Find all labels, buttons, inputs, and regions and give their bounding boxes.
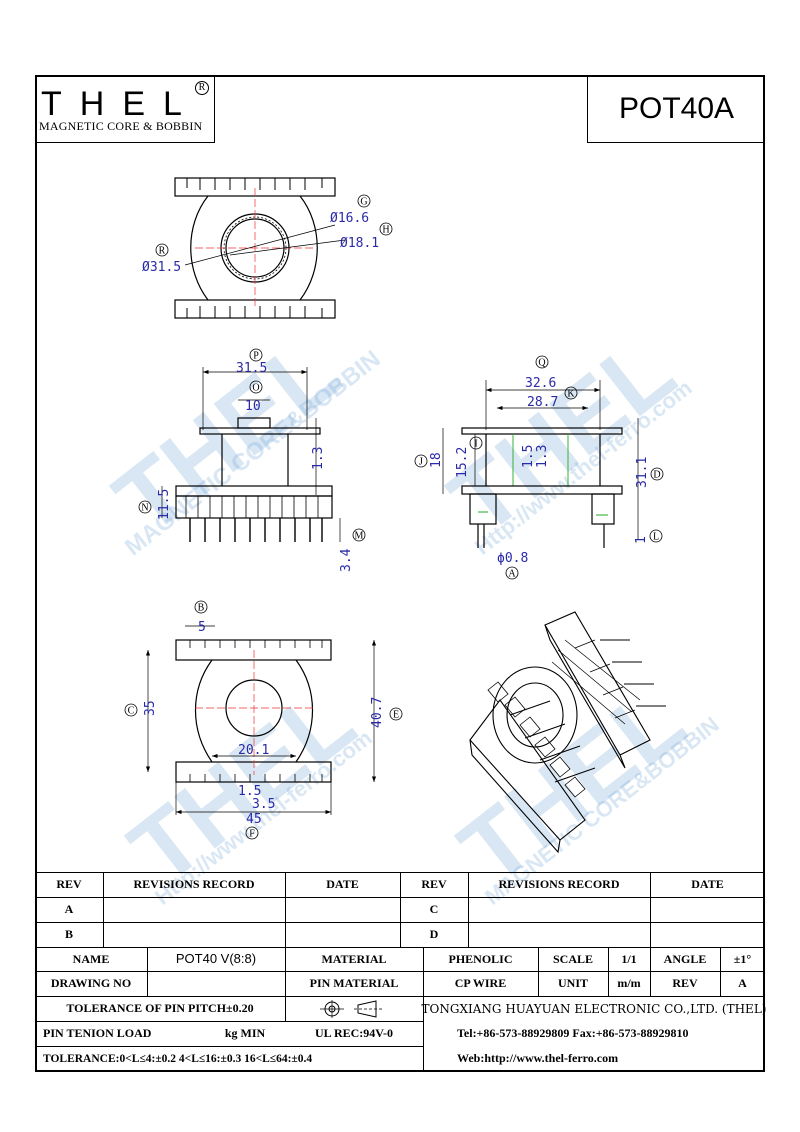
title-block: REV REVISIONS RECORD DATE REV REVISIONS … xyxy=(35,872,767,1072)
registered-mark: R xyxy=(195,81,209,95)
dim-front-width: 31.5 xyxy=(236,361,267,376)
third-angle-projection-icon xyxy=(320,999,382,1018)
dim-front-t: 1.3 xyxy=(311,447,326,470)
rev-a: A xyxy=(64,902,74,916)
dim-bottom-core: 20.1 xyxy=(238,743,269,758)
dim-side-pin-d: ϕ0.8 xyxy=(497,551,528,566)
dim-bottom-h: 35 xyxy=(143,700,158,716)
label-e: E xyxy=(393,710,399,721)
label-l: L xyxy=(653,532,659,543)
part-number-title: POT40A xyxy=(587,75,765,143)
angle-label: ANGLE xyxy=(663,951,707,966)
drawing-frame xyxy=(35,75,765,1072)
company-web: Web:http://www.thel-ferro.com xyxy=(457,1051,619,1065)
isometric-view xyxy=(469,611,666,854)
label-o: O xyxy=(252,383,259,394)
dim-side-t1: 1.5 xyxy=(521,445,536,468)
scale-value: 1/1 xyxy=(621,951,637,966)
dim-front-inner: 10 xyxy=(245,399,261,414)
name-value: POT40 V(8:8) xyxy=(175,950,257,966)
logo-wordmark: THEL xyxy=(41,85,200,123)
pin-material-label: PIN MATERIAL xyxy=(309,976,399,990)
angle-value: ±1° xyxy=(733,951,752,966)
dim-bottom-h-total: 40.7 xyxy=(370,697,385,728)
dim-d16-6: Ø16.6 xyxy=(330,211,369,226)
date-header-left: DATE xyxy=(326,877,359,891)
front-view xyxy=(161,367,341,542)
ul-rec: UL REC:94V-0 xyxy=(314,1026,394,1040)
technical-drawing: Ø16.6 Ø18.1 Ø31.5 G H R 31.5 10 1.3 11.5… xyxy=(124,177,666,854)
rev-d: D xyxy=(429,927,439,941)
dim-side-t2: 1.3 xyxy=(535,445,550,468)
name-label: NAME xyxy=(72,951,110,966)
top-view xyxy=(174,177,346,319)
dim-front-pin: 3.4 xyxy=(339,548,354,572)
material-value: PHENOLIC xyxy=(448,951,513,966)
dim-bottom-w: 45 xyxy=(246,812,262,827)
company-name: TONGXIANG HUAYUAN ELECTRONIC CO.,LTD. (T… xyxy=(421,1001,767,1016)
rev-b: B xyxy=(64,927,73,941)
unit-label: UNIT xyxy=(557,976,588,990)
scale-label: SCALE xyxy=(552,951,593,966)
dim-side-l: 1 xyxy=(634,536,649,544)
dim-d31-5: Ø31.5 xyxy=(142,260,181,275)
label-n: N xyxy=(141,503,148,514)
pin-material-value: CP WIRE xyxy=(454,976,507,990)
dim-side-inner: 28.7 xyxy=(527,395,558,410)
dim-side-h-inner: 15.2 xyxy=(455,447,470,478)
drawing-no-label: DRAWING NO xyxy=(50,976,132,990)
tolerance-pitch: TOLERANCE OF PIN PITCH±0.20 xyxy=(66,1001,254,1015)
front-view-labels xyxy=(138,348,366,542)
label-b: B xyxy=(198,603,205,614)
label-a: A xyxy=(508,569,516,580)
side-view-labels xyxy=(414,355,664,580)
pin-tension-label: PIN TENION LOAD xyxy=(43,1026,152,1040)
material-label: MATERIAL xyxy=(321,951,387,966)
dim-bottom-b: 3.5 xyxy=(252,797,275,812)
unit-value: m/m xyxy=(617,976,641,990)
side-view xyxy=(442,380,639,548)
kg-min-label: kg MIN xyxy=(224,1026,266,1040)
label-r: R xyxy=(159,246,166,257)
rev-c: C xyxy=(429,902,439,916)
bottom-view xyxy=(145,625,377,815)
dim-bottom-a: 1.5 xyxy=(238,784,261,799)
label-j: J xyxy=(419,457,423,468)
logo-subtitle: MAGNETIC CORE & BOBBIN xyxy=(39,119,203,133)
label-d: D xyxy=(653,470,660,481)
rev-value: A xyxy=(738,976,747,990)
date-header-right: DATE xyxy=(691,877,724,891)
dim-bottom-pitch: 5 xyxy=(198,620,206,635)
label-m: M xyxy=(355,531,364,542)
company-tel: Tel:+86-573-88929809 Fax:+86-573-8892981… xyxy=(457,1026,689,1040)
dim-d18-1: Ø18.1 xyxy=(340,236,379,251)
label-f: F xyxy=(249,829,255,840)
label-k: K xyxy=(567,389,575,400)
projection-symbol xyxy=(285,996,423,1021)
revisions-record-header-left: REVISIONS RECORD xyxy=(133,877,255,891)
dim-side-width: 32.6 xyxy=(525,376,556,391)
rev-header-left: REV xyxy=(56,877,82,891)
dim-front-h: 11.5 xyxy=(157,489,172,520)
dim-side-h-all: 31.1 xyxy=(635,457,650,488)
label-g: G xyxy=(360,197,367,208)
label-q: Q xyxy=(538,358,546,369)
top-view-labels xyxy=(155,194,393,257)
dim-side-h: 18 xyxy=(429,452,444,468)
revisions-record-header-right: REVISIONS RECORD xyxy=(498,877,620,891)
label-i: I xyxy=(474,439,477,450)
rev-label: REV xyxy=(672,976,698,990)
general-tolerance: TOLERANCE:0<L≤4:±0.2 4<L≤16:±0.3 16<L≤64… xyxy=(43,1052,313,1065)
label-c: C xyxy=(128,706,135,717)
label-p: P xyxy=(253,351,259,362)
label-h: H xyxy=(382,225,389,236)
logo-box: THEL R MAGNETIC CORE & BOBBIN xyxy=(35,75,215,143)
bottom-view-labels xyxy=(124,600,403,840)
rev-header-right: REV xyxy=(421,877,447,891)
